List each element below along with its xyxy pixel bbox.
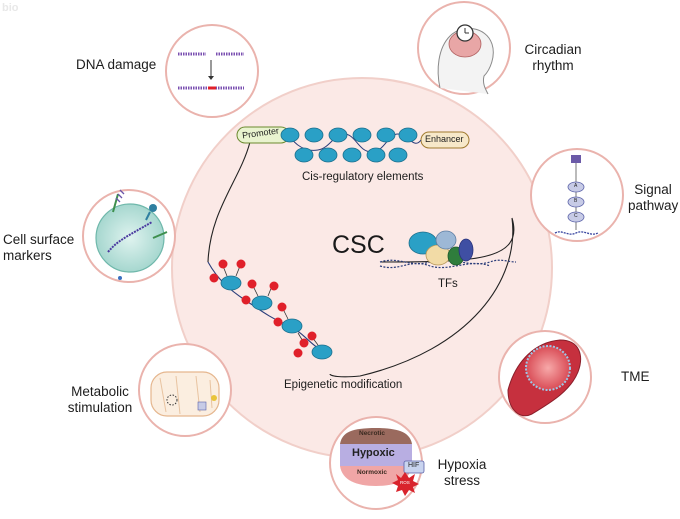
cis-regulatory-label: Cis-regulatory elements — [302, 171, 424, 183]
signal-b-label: B — [574, 198, 578, 204]
nucleosome — [311, 344, 333, 360]
hypoxic-label: Hypoxic — [352, 447, 395, 459]
methyl-mark — [236, 259, 246, 269]
nucleosome — [318, 147, 338, 163]
label-cell-surface-line2: markers — [3, 248, 52, 263]
nucleosome — [388, 147, 408, 163]
metabolic-inset — [138, 343, 232, 437]
nucleosome — [398, 127, 418, 143]
nucleosome — [304, 127, 324, 143]
label-dna-damage: DNA damage — [76, 57, 157, 72]
cis-regulatory-chain — [280, 127, 422, 163]
nucleosome — [376, 127, 396, 143]
nucleosome — [352, 127, 372, 143]
label-metabolic-line1: Metabolic — [71, 384, 129, 399]
cell-surface-inset — [82, 189, 176, 283]
label-circadian-line2: rhythm — [532, 58, 574, 73]
normoxic-label: Normoxic — [357, 469, 387, 476]
chromatin-connector — [207, 141, 251, 263]
tf-complex — [379, 230, 517, 269]
circadian-inset — [417, 1, 511, 95]
methyl-mark — [241, 295, 251, 305]
label-circadian-line1: Circadian — [524, 42, 582, 57]
label-hypoxia-line2: stress — [443, 473, 480, 488]
signal-c-label: C — [574, 213, 578, 219]
epigenetic-label: Epigenetic modification — [284, 379, 403, 391]
nucleosome — [294, 147, 314, 163]
signal-pathway-inset — [530, 148, 624, 242]
tme-inset — [498, 330, 592, 424]
label-signal-line2: pathway — [628, 198, 679, 213]
tfs-label: TFs — [438, 278, 458, 290]
label-circadian-rhythm: Circadian rhythm — [518, 42, 588, 74]
methyl-mark — [277, 302, 287, 312]
label-hypoxia-line1: Hypoxia — [437, 457, 487, 472]
methyl-mark — [293, 348, 303, 358]
necrotic-label: Necrotic — [359, 430, 386, 437]
signal-a-label: A — [574, 183, 578, 189]
nucleosome — [366, 147, 386, 163]
enhancer-label: Enhancer — [425, 134, 464, 144]
watermark-text: bio — [2, 2, 19, 14]
methyl-mark — [218, 259, 228, 269]
nucleosome — [328, 127, 348, 143]
nucleosome — [280, 127, 300, 143]
label-metabolic-stimulation: Metabolic stimulation — [60, 384, 140, 416]
methyl-mark — [209, 273, 219, 283]
nucleosome — [251, 295, 273, 311]
ros-label: ROS — [400, 480, 410, 485]
label-cell-surface-line1: Cell surface — [3, 232, 75, 247]
nucleosome — [281, 318, 303, 334]
dna-damage-inset — [165, 24, 259, 118]
csc-title: CSC — [332, 231, 385, 259]
label-signal-line1: Signal — [634, 182, 672, 197]
nucleosome — [342, 147, 362, 163]
methyl-mark — [273, 317, 283, 327]
hif-label: HIF — [408, 462, 420, 469]
methyl-mark — [299, 338, 309, 348]
label-signal-pathway: Signal pathway — [628, 182, 678, 214]
label-tme: TME — [621, 369, 650, 384]
label-hypoxia-stress: Hypoxia stress — [432, 457, 492, 489]
methyl-mark — [307, 331, 317, 341]
label-cell-surface-markers: Cell surface markers — [3, 232, 74, 264]
epigenetic-chain — [207, 259, 333, 360]
dna-loop-line — [329, 217, 515, 378]
methyl-mark — [247, 279, 257, 289]
label-metabolic-line2: stimulation — [67, 400, 133, 415]
hypoxia-inset — [329, 416, 425, 510]
methyl-mark — [269, 281, 279, 291]
nucleosome — [220, 275, 242, 291]
